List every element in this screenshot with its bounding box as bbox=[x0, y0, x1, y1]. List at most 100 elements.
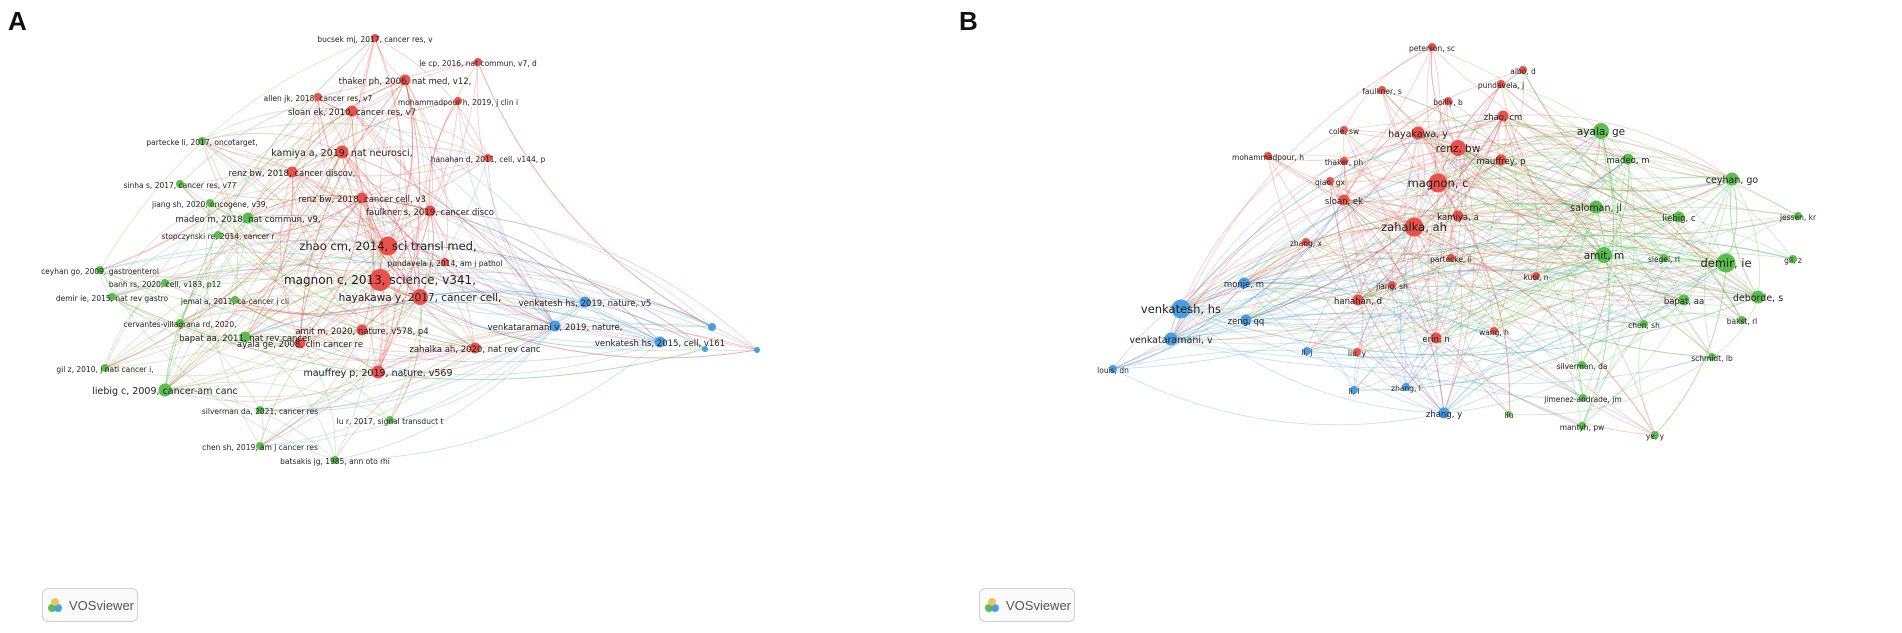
node-silverman[interactable] bbox=[1578, 361, 1586, 369]
node-erin[interactable] bbox=[1430, 332, 1442, 344]
node-zhang_x[interactable] bbox=[1302, 238, 1310, 246]
node-hayakawa[interactable] bbox=[412, 289, 428, 305]
node-liebig[interactable] bbox=[158, 383, 172, 397]
node-peterson[interactable] bbox=[1428, 43, 1436, 51]
node-amit[interactable] bbox=[1596, 247, 1612, 263]
node-ceyhan[interactable] bbox=[1725, 172, 1739, 186]
node-bakst[interactable] bbox=[1738, 316, 1746, 324]
node-jimenez[interactable] bbox=[1579, 394, 1587, 402]
node-renz2018d[interactable] bbox=[286, 166, 298, 178]
node-jemal[interactable] bbox=[231, 296, 239, 304]
node-wang[interactable] bbox=[1490, 327, 1498, 335]
node-lur[interactable] bbox=[386, 416, 394, 424]
node-pundavela[interactable] bbox=[1497, 80, 1505, 88]
node-hanahan[interactable] bbox=[1352, 294, 1364, 306]
node-cole[interactable] bbox=[1340, 126, 1348, 134]
node-ayala[interactable] bbox=[294, 337, 306, 349]
node-thaker[interactable] bbox=[1340, 157, 1348, 165]
node-venkatar[interactable] bbox=[549, 320, 561, 332]
node-renz[interactable] bbox=[1450, 140, 1466, 156]
node-partecke[interactable] bbox=[198, 137, 206, 145]
edge-line bbox=[164, 245, 389, 391]
node-cervantes[interactable] bbox=[176, 319, 184, 327]
node-thaker[interactable] bbox=[399, 74, 411, 86]
node-jiang[interactable] bbox=[1388, 281, 1396, 289]
node-gil[interactable] bbox=[101, 364, 109, 372]
node-yey[interactable] bbox=[1651, 431, 1659, 439]
node-siegel[interactable] bbox=[1660, 254, 1668, 262]
node-venkatar[interactable] bbox=[1164, 332, 1178, 346]
node-mohammad[interactable] bbox=[1264, 152, 1272, 160]
node-silverman[interactable] bbox=[256, 406, 264, 414]
node-mauffrey[interactable] bbox=[371, 365, 385, 379]
node-ayala[interactable] bbox=[1593, 123, 1609, 139]
node-jessen[interactable] bbox=[1794, 212, 1802, 220]
node-monje[interactable] bbox=[1238, 277, 1250, 289]
node-deborde[interactable] bbox=[1751, 290, 1765, 304]
node-magnon[interactable] bbox=[1428, 173, 1448, 193]
node-demir[interactable] bbox=[108, 293, 116, 301]
node-boilly[interactable] bbox=[1444, 97, 1452, 105]
node-venkatesh[interactable] bbox=[1171, 299, 1191, 319]
node-zahalka[interactable] bbox=[469, 342, 481, 354]
node-bucsek[interactable] bbox=[371, 34, 379, 42]
node-pundavela[interactable] bbox=[441, 258, 449, 266]
node-faulkner[interactable] bbox=[424, 205, 436, 217]
node-hanahan[interactable] bbox=[484, 154, 492, 162]
node-batsakis[interactable] bbox=[331, 456, 339, 464]
node-mantyh[interactable] bbox=[1578, 422, 1586, 430]
node-liu_y[interactable] bbox=[1353, 348, 1361, 356]
node-giz[interactable] bbox=[1789, 255, 1797, 263]
node-bapat[interactable] bbox=[1678, 294, 1690, 306]
node-qiao[interactable] bbox=[1326, 177, 1334, 185]
node-blue6[interactable] bbox=[754, 347, 760, 353]
node-partecke[interactable] bbox=[1447, 254, 1455, 262]
node-renz2018c[interactable] bbox=[356, 192, 368, 204]
node-schmidt[interactable] bbox=[1708, 353, 1716, 361]
node-li_l[interactable] bbox=[1350, 386, 1358, 394]
node-li_j[interactable] bbox=[1303, 347, 1311, 355]
node-louis[interactable] bbox=[1109, 365, 1117, 373]
node-amit[interactable] bbox=[356, 324, 368, 336]
node-kuol[interactable] bbox=[1532, 272, 1540, 280]
node-lecp[interactable] bbox=[474, 58, 482, 66]
node-saloman[interactable] bbox=[1589, 200, 1603, 214]
node-mauffrey[interactable] bbox=[1495, 154, 1507, 166]
node-sloan[interactable] bbox=[346, 105, 358, 117]
node-zhang_y[interactable] bbox=[1438, 407, 1450, 419]
node-ceyhan[interactable] bbox=[96, 266, 104, 274]
node-sloan[interactable] bbox=[1338, 194, 1350, 206]
node-madeo[interactable] bbox=[1622, 153, 1634, 165]
node-hayakawa[interactable] bbox=[1411, 126, 1425, 140]
node-faulkner[interactable] bbox=[1378, 86, 1386, 94]
node-kamiya[interactable] bbox=[335, 145, 349, 159]
node-stopczynski[interactable] bbox=[214, 231, 222, 239]
node-magnon[interactable] bbox=[369, 269, 391, 291]
node-kamiya[interactable] bbox=[1452, 210, 1464, 222]
node-blue4[interactable] bbox=[708, 323, 716, 331]
node-zeng[interactable] bbox=[1240, 314, 1252, 326]
node-label-hanahan: hanahan d, 2011, cell, v144, p bbox=[431, 155, 546, 164]
node-liu_green[interactable] bbox=[1506, 411, 1512, 417]
node-bapat[interactable] bbox=[239, 331, 251, 343]
node-zhao[interactable] bbox=[378, 236, 398, 256]
node-albo[interactable] bbox=[1519, 66, 1527, 74]
node-venk2015[interactable] bbox=[654, 336, 666, 348]
node-venk2019[interactable] bbox=[579, 296, 591, 308]
node-zhao[interactable] bbox=[1497, 110, 1509, 122]
node-mohammad[interactable] bbox=[454, 97, 462, 105]
node-chen[interactable] bbox=[1640, 320, 1648, 328]
node-zhang_l[interactable] bbox=[1402, 383, 1410, 391]
node-sinha[interactable] bbox=[176, 180, 184, 188]
node-demir[interactable] bbox=[1716, 253, 1736, 273]
node-chen[interactable] bbox=[256, 442, 264, 450]
node-banh[interactable] bbox=[161, 279, 169, 287]
node-blue5[interactable] bbox=[702, 346, 708, 352]
node-zahalka[interactable] bbox=[1404, 217, 1424, 237]
node-allen[interactable] bbox=[314, 93, 322, 101]
node-jiang[interactable] bbox=[206, 199, 214, 207]
node-liebig[interactable] bbox=[1673, 211, 1685, 223]
cocitation-network-references[interactable]: bucsek mj, 2017, cancer res, vle cp, 201… bbox=[0, 0, 951, 633]
node-madeo[interactable] bbox=[242, 212, 254, 224]
